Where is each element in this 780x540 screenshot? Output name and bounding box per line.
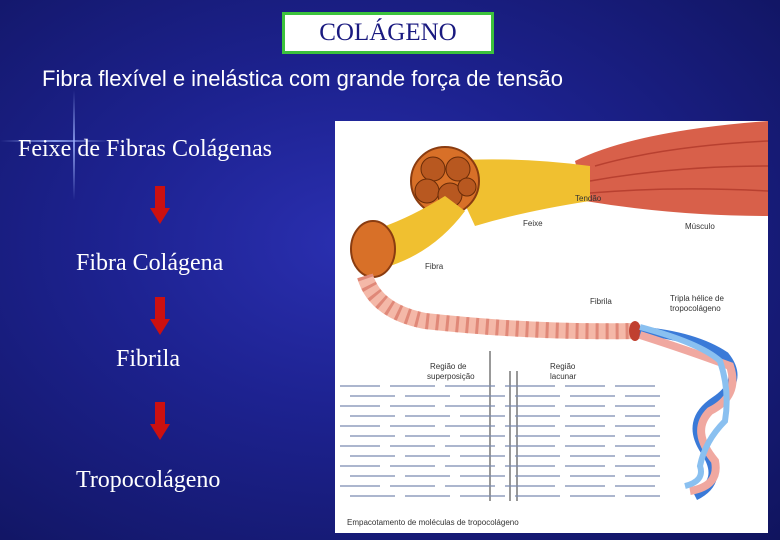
fiber-cross-section	[350, 220, 396, 278]
label-empacotamento: Empacotamento de moléculas de tropocolág…	[347, 518, 519, 527]
decorative-line-horizontal	[0, 140, 110, 142]
tropocollagen-packing	[340, 385, 660, 497]
subtitle: Fibra flexível e inelástica com grande f…	[42, 66, 563, 91]
label-tripla: Tripla hélice de	[670, 294, 725, 303]
step-fibra: Fibra Colágena	[76, 250, 224, 276]
label-tendao: Tendão	[575, 194, 602, 203]
decorative-line-vertical	[73, 90, 75, 200]
collagen-diagram: Tendão Músculo Feixe Fibra Fibrila Tripl…	[340, 121, 768, 527]
label-fibrila: Fibrila	[590, 297, 612, 306]
bundle-cross-section	[410, 146, 480, 216]
page-title: COLÁGENO	[319, 19, 457, 46]
muscle-shape	[575, 121, 768, 216]
down-arrow-icon	[150, 297, 170, 335]
step-tropocolageno: Tropocolágeno	[76, 467, 221, 493]
down-arrow-icon	[150, 186, 170, 224]
label-feixe: Feixe	[523, 219, 543, 228]
triple-helix	[639, 326, 738, 501]
label-fibra: Fibra	[425, 262, 444, 271]
label-regiao-lac: Região	[550, 362, 576, 371]
down-arrow-icon	[150, 402, 170, 440]
step-fibrila: Fibrila	[116, 346, 180, 372]
label-regiao-sup: Região de	[430, 362, 467, 371]
label-musculo: Músculo	[685, 222, 715, 231]
collagen-illustration: Tendão Músculo Feixe Fibra Fibrila Tripl…	[335, 121, 768, 533]
label-regiao-lac2: lacunar	[550, 372, 577, 381]
label-regiao-sup2: superposição	[427, 372, 475, 381]
step-feixe: Feixe de Fibras Colágenas	[18, 136, 272, 162]
title-box: COLÁGENO	[282, 12, 494, 54]
tendon-shape	[445, 159, 590, 226]
label-tripla2: tropocolágeno	[670, 304, 721, 313]
